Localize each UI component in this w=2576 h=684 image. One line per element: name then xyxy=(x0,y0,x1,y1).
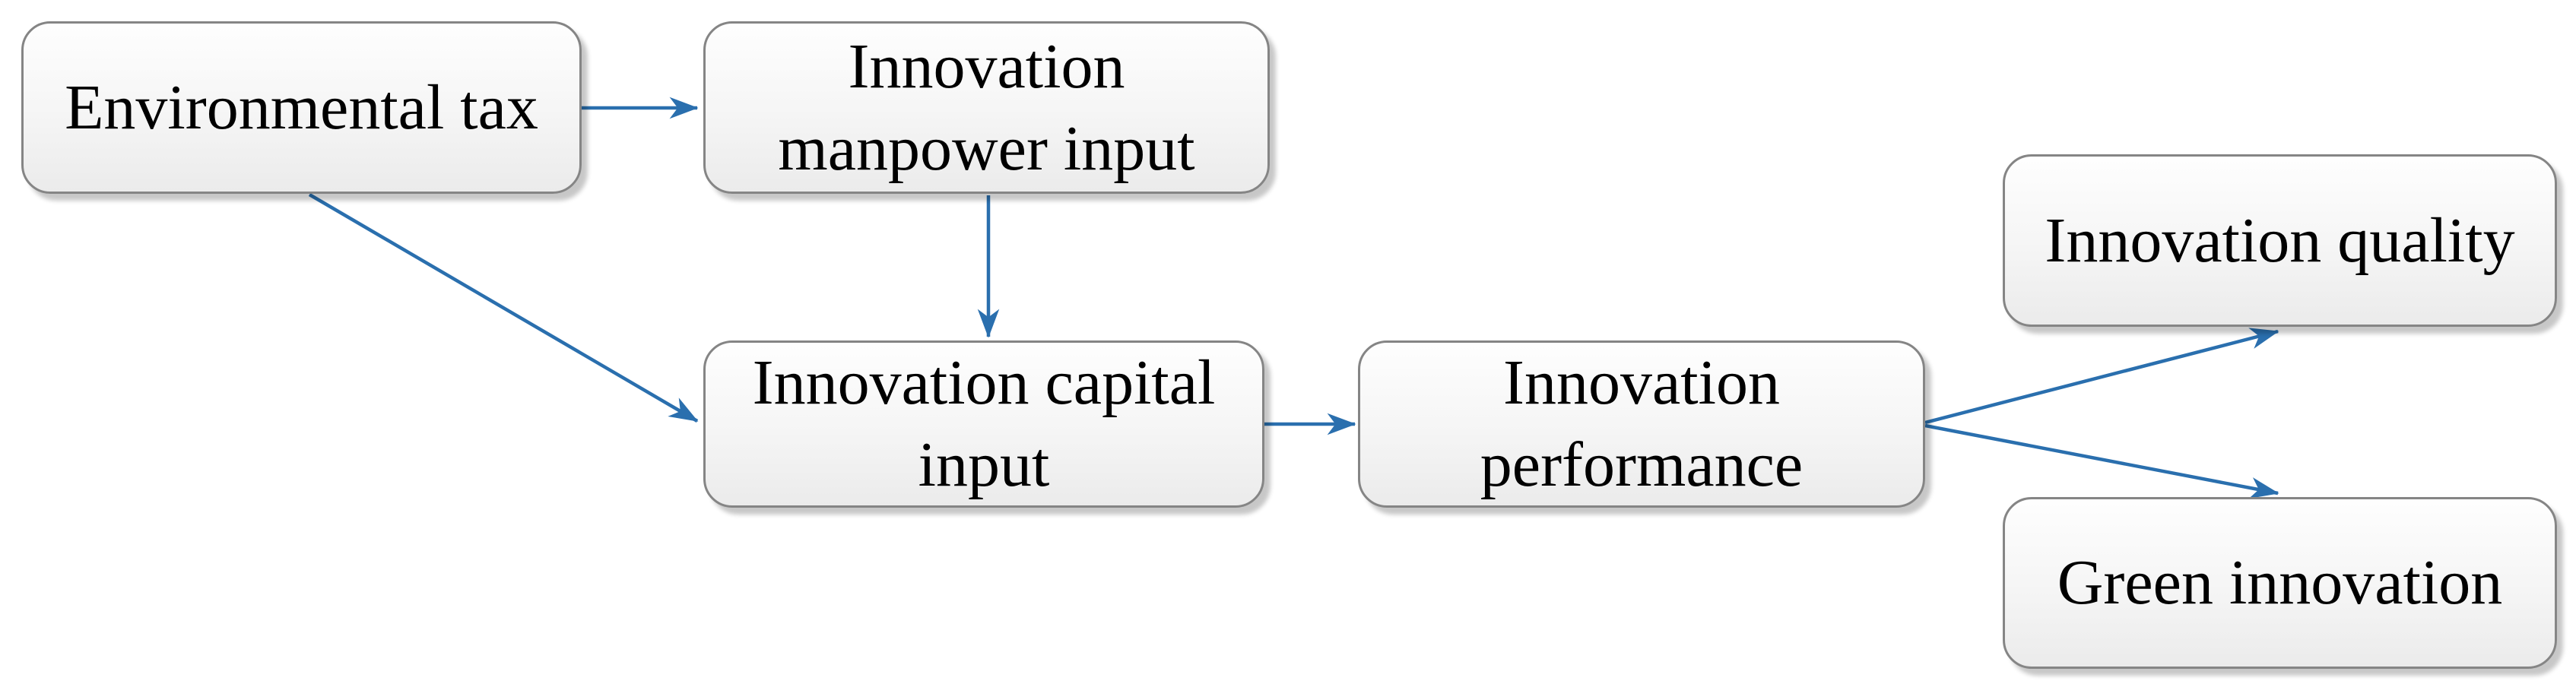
node-environmental-tax: Environmental tax xyxy=(21,21,582,194)
node-environmental-tax-label: Environmental tax xyxy=(65,71,538,143)
node-innovation-capital-input-label: Innovation capital input xyxy=(752,347,1216,500)
node-innovation-quality: Innovation quality xyxy=(2003,154,2557,327)
node-innovation-manpower-input: Innovation manpower input xyxy=(703,21,1270,194)
arrow-performance-to-green-innovation xyxy=(1924,423,2279,499)
arrow-environmental-tax-to-capital-input xyxy=(308,193,699,423)
node-innovation-performance: Innovation performance xyxy=(1358,340,1925,508)
node-green-innovation-label: Green innovation xyxy=(2057,547,2503,619)
node-innovation-manpower-input-label: Innovation manpower input xyxy=(778,30,1195,184)
node-innovation-performance-label: Innovation performance xyxy=(1480,347,1804,500)
node-innovation-capital-input: Innovation capital input xyxy=(703,340,1264,508)
node-innovation-quality-label: Innovation quality xyxy=(2045,204,2515,276)
node-green-innovation: Green innovation xyxy=(2003,497,2557,669)
arrow-performance-to-innovation-quality xyxy=(1924,328,2279,425)
